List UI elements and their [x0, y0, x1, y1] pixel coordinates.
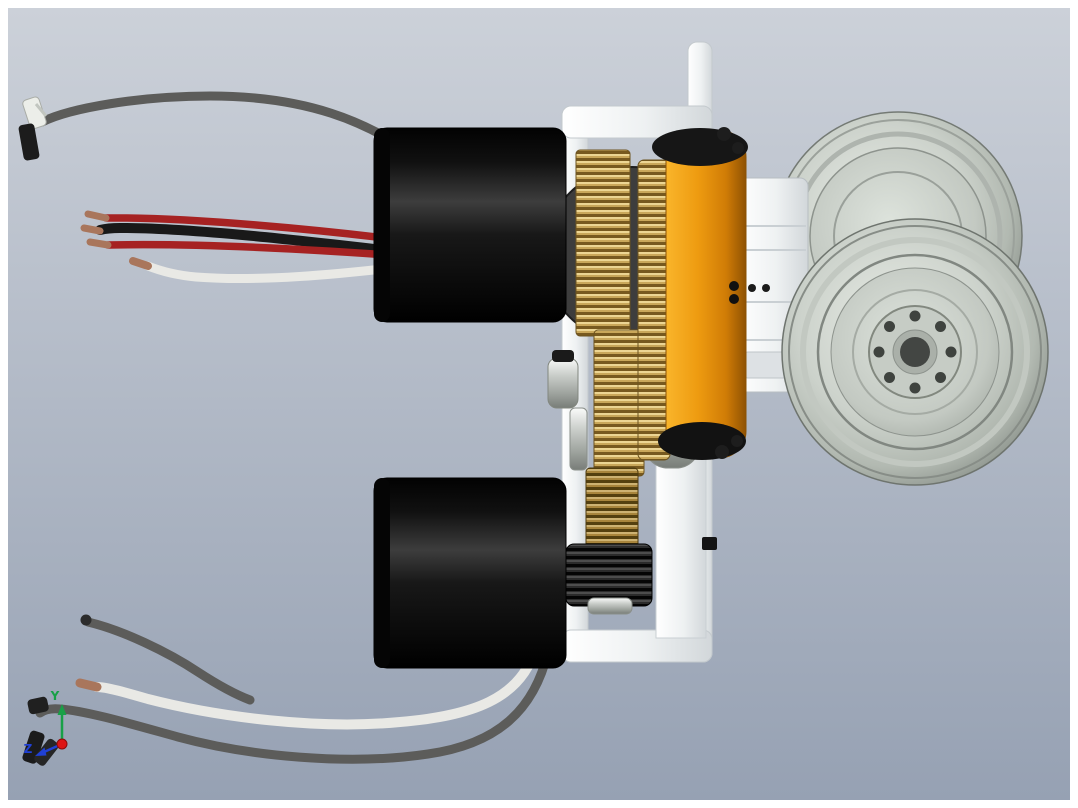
- flange-bolt: [729, 294, 739, 304]
- copper-strand-tip: [84, 210, 110, 222]
- motor-top-endcap: [374, 128, 390, 322]
- flange-bolt: [731, 435, 743, 447]
- flange-bolt: [717, 127, 731, 141]
- frame-cross-top[interactable]: [561, 105, 713, 139]
- pinion-gear-black[interactable]: [565, 543, 653, 607]
- wire-red-1[interactable]: [102, 214, 406, 244]
- copper-strand-tip: [75, 678, 102, 692]
- axis-z-arrow: [35, 747, 47, 756]
- spur-gear-lower[interactable]: [585, 467, 639, 551]
- motor-bottom[interactable]: [373, 477, 567, 669]
- idler-shaft: [569, 407, 588, 471]
- axis-y-label: Y: [50, 689, 60, 703]
- frame-screw: [702, 537, 717, 550]
- front-sidewall-band: [800, 237, 1030, 467]
- motor-bottom-endcap: [374, 478, 390, 668]
- connector-shell-black: [27, 696, 49, 715]
- wire-red-2[interactable]: [104, 240, 406, 260]
- flange-bolt: [715, 445, 729, 459]
- wire-white-bottom[interactable]: [92, 641, 541, 730]
- front-rim-groove: [852, 289, 978, 415]
- gear-train[interactable]: [565, 149, 653, 615]
- motor-top-body[interactable]: [373, 127, 567, 323]
- connector-shell-black: [18, 123, 40, 161]
- wire-gray-bottom-short[interactable]: [83, 617, 255, 705]
- wire-connector-bottom-left[interactable]: [21, 696, 60, 767]
- lug-hole: [935, 372, 946, 383]
- connector-shell-black: [22, 730, 45, 764]
- lug-hole: [884, 321, 895, 332]
- lug-hole: [909, 382, 921, 394]
- copper-strand-tip: [80, 224, 104, 235]
- axis-y-arrow: [57, 704, 67, 715]
- copper-strand-tip: [86, 238, 112, 249]
- bearing-silver: [547, 357, 579, 409]
- flange-bolt: [729, 281, 739, 291]
- bearing-cap: [552, 350, 574, 362]
- axis-z-label: Z: [24, 742, 33, 756]
- frame-lower-web: [655, 451, 707, 639]
- lug-hole: [873, 346, 885, 358]
- motor-wires-top[interactable]: [37, 91, 435, 284]
- copper-strand-tip: [129, 257, 152, 270]
- output-pulley[interactable]: [637, 127, 748, 469]
- motor-top[interactable]: [373, 127, 567, 323]
- spur-gear-top[interactable]: [575, 149, 631, 337]
- lug-hole: [945, 346, 957, 358]
- front-rim-edge: [816, 253, 1014, 451]
- wire-connector-top-left[interactable]: [18, 96, 48, 161]
- ring-gear-teeth[interactable]: [637, 159, 671, 461]
- motor-bottom-body[interactable]: [373, 477, 567, 669]
- connector-pin: [34, 103, 48, 117]
- axis-triad: Y Z: [24, 689, 68, 756]
- front-tire-groove: [788, 225, 1042, 479]
- hub-center: [900, 337, 930, 367]
- wire-end-cap: [80, 614, 92, 626]
- lug-hole: [884, 372, 895, 383]
- lug-hole: [935, 321, 946, 332]
- bracket-screw: [748, 284, 756, 292]
- lug-hole: [909, 310, 921, 322]
- wire-white-top[interactable]: [143, 261, 405, 284]
- bracket-screw: [762, 284, 770, 292]
- wire-black[interactable]: [95, 222, 405, 257]
- shaft-bearings[interactable]: [547, 350, 588, 471]
- axis-origin-dot: [56, 738, 68, 750]
- gear-shaft-glint: [587, 597, 633, 615]
- connector-shell-black: [34, 738, 59, 766]
- wire-gray-top[interactable]: [37, 91, 435, 173]
- spur-gear-middle[interactable]: [593, 329, 645, 477]
- wheel-front[interactable]: [781, 218, 1049, 486]
- flange-bolt: [732, 142, 744, 154]
